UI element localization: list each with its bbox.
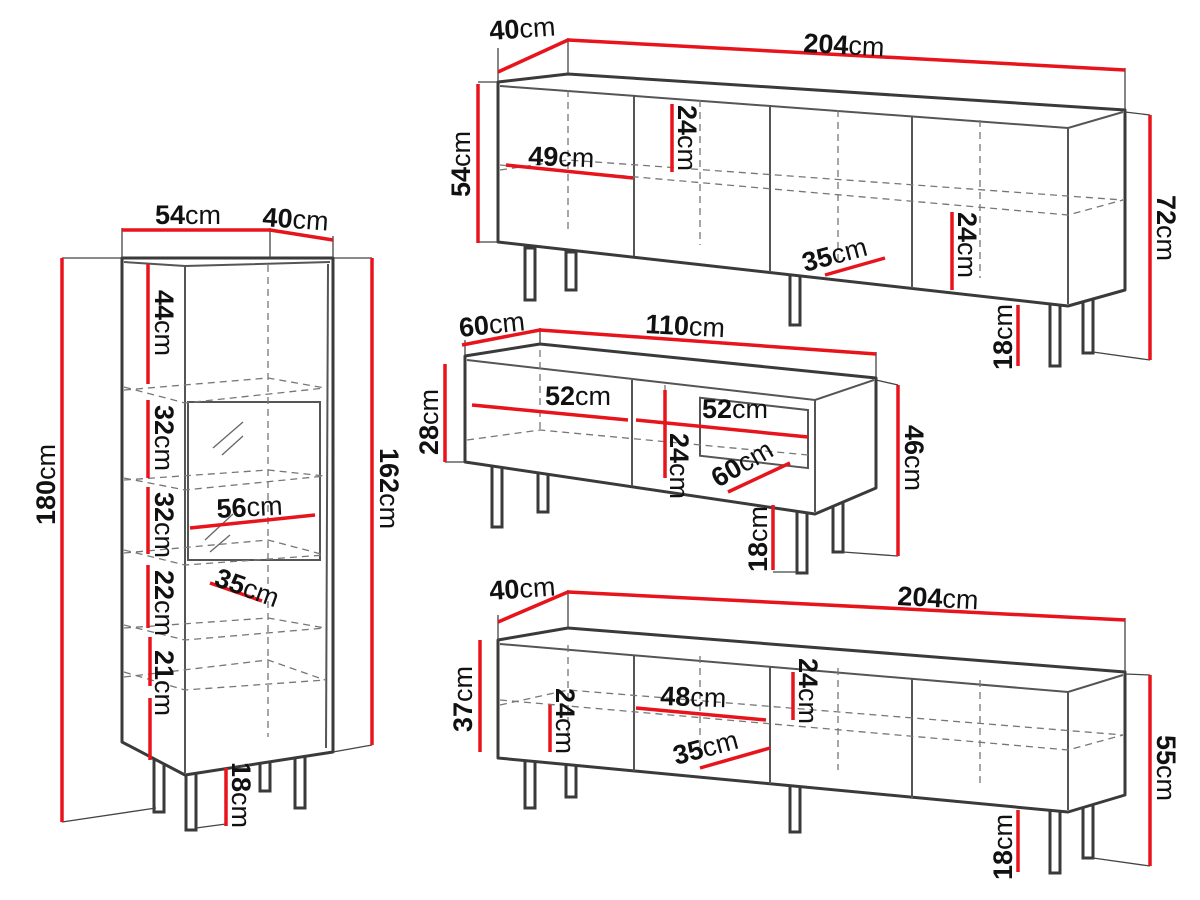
sideboard-top-extension-lines (478, 38, 1151, 361)
tall-dimension-lines (60, 228, 374, 826)
tv-total-height-label: 46cm (899, 425, 929, 491)
tv-right-compartment-width-label: 52cm (702, 394, 768, 424)
tall-cabinet-shelves (123, 265, 326, 737)
sideboard-top-compartment-height-label: 24cm (672, 105, 702, 171)
leg (788, 273, 802, 327)
tv-dimension-lines (443, 328, 900, 570)
leg (536, 468, 550, 514)
sideboard-bottom-extension-lines (497, 590, 1151, 867)
compartment-height-label: 32cm (149, 405, 179, 471)
sideboard-bottom-body-height-label: 37cm (448, 666, 478, 732)
sideboard-top-total-height-label: 72cm (1151, 195, 1181, 261)
sideboard-bottom-total-height-label: 55cm (1151, 735, 1181, 801)
tv-stand-legs (490, 463, 845, 575)
tall-body-height-label: 162cm (374, 448, 404, 529)
tall-width-label: 54cm (155, 200, 221, 230)
sideboard-top-shelves (499, 90, 1124, 278)
compartment-height-label: 21cm (149, 650, 179, 716)
door-dividers (633, 95, 913, 288)
sideboard-bottom-leg-height-label: 18cm (988, 814, 1018, 880)
sideboard-top-compartment-height-label: 24cm (952, 212, 982, 278)
glass-door (187, 401, 321, 561)
tv-extension-lines (445, 328, 899, 573)
tall-leg-height-label: 18cm (226, 762, 256, 828)
sideboard-top-body-height-label: 54cm (446, 131, 476, 197)
tv-leg-height-label: 18cm (743, 506, 773, 572)
shelf-width-label: 56cm (216, 491, 284, 524)
tv-left-compartment-width-label: 52cm (545, 381, 611, 411)
sideboard-bottom-depth-label: 40cm (488, 571, 556, 606)
leg (1081, 798, 1095, 860)
leg (1048, 298, 1062, 368)
leg (1048, 803, 1062, 875)
leg (788, 780, 802, 834)
sideboard-top-dimension-lines (476, 38, 1152, 366)
tall-cabinet: 54cm 40cm 180cm 162cm 44cm 32cm 32cm 22c… (31, 200, 404, 832)
sideboard-top-width-label: 204cm (803, 28, 886, 62)
sideboard-top-compartment-width-label: 49cm (528, 141, 595, 173)
sideboard-bottom: 40cm 204cm 37cm 55cm 24cm 48cm 24cm 35cm… (448, 571, 1181, 880)
tall-depth-label: 40cm (262, 202, 330, 237)
compartment-height-label: 44cm (149, 290, 179, 356)
leg (152, 758, 166, 814)
sideboard-top-depth-label: 40cm (488, 11, 556, 46)
leg (293, 750, 307, 810)
glass-reflection-icon (204, 421, 244, 553)
sideboard-bottom-shelves (499, 645, 1124, 783)
leg (795, 503, 809, 575)
tv-depth-label: 60cm (457, 306, 526, 343)
leg (564, 250, 578, 292)
leg (1081, 293, 1095, 355)
tv-stand: 60cm 110cm 28cm 46cm 52cm 52cm 24cm 60cm… (414, 306, 929, 575)
compartment-height-label: 32cm (149, 492, 179, 558)
compartment-height-label: 22cm (149, 570, 179, 636)
sideboard-top-leg-height-label: 18cm (988, 304, 1018, 370)
sideboard-bottom-compartment-height-label: 24cm (550, 688, 580, 754)
tall-extension-lines (61, 228, 373, 829)
leg (490, 463, 504, 529)
sideboard-bottom-width-label: 204cm (897, 581, 980, 615)
sideboard-bottom-compartment-width-label: 48cm (660, 681, 727, 713)
leg (523, 246, 537, 302)
leg (184, 766, 198, 832)
tall-cabinet-body (120, 256, 335, 777)
tv-width-label: 110cm (645, 309, 726, 343)
side-edge (325, 263, 329, 749)
door-dividers (633, 655, 913, 798)
sideboard-top-legs (523, 246, 1095, 368)
tv-compartment-height-label: 24cm (664, 433, 694, 499)
sideboard-bottom-dimension-lines (478, 590, 1152, 872)
tv-body-height-label: 28cm (414, 389, 444, 455)
sideboard-top: 40cm 204cm 54cm 72cm 49cm 24cm 24cm 35cm… (446, 11, 1181, 370)
sideboard-bottom-compartment-height-label: 24cm (793, 658, 823, 724)
tall-total-height-label: 180cm (31, 444, 61, 525)
